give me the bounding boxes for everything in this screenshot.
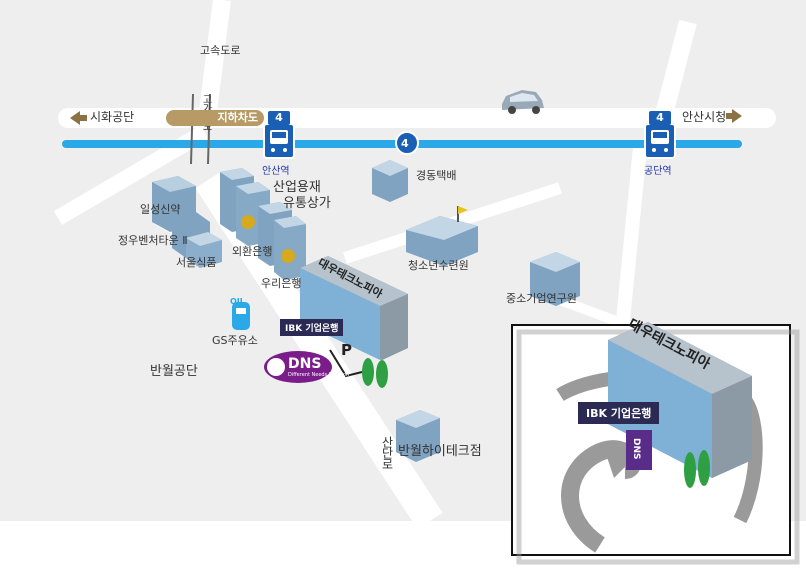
parking-icon: P [341,341,352,359]
building-icon-sme [530,252,580,306]
label-ilseong: 일성신약 [140,203,181,216]
fuel-pump-icon [232,302,250,330]
flag-icon [458,206,468,214]
inset-bank-tag: IBK 기업은행 [578,402,660,424]
label-woori-bank: 우리은행 [261,277,302,290]
label-exchange-bank: 외환은행 [232,245,273,258]
label-west-destination: 시화공단 [90,110,135,124]
station-gongdan[interactable]: 공단역 [644,166,672,177]
line-badge-center [395,131,419,155]
label-gyeongdong: 경동택배 [416,169,457,182]
building-icon-hitech [396,410,440,462]
label-seoul-food: 서울식품 [176,256,217,269]
road-expressway-north [199,0,231,113]
label-east-destination: 안산시청 [682,110,727,124]
company-tagline: Different Needs Solution [288,372,350,378]
label-industrial-mall-2: 유통상가 [283,196,331,211]
label-industrial-mall-1: 산업용재 [273,180,321,195]
subway-train-icon-ansan [263,123,295,159]
dollar-sign-icon [241,215,295,263]
building-icon-cluster-left [152,176,222,268]
label-underpass: 지하차도 [166,110,264,126]
building-icon-inset [608,322,752,478]
company-logo[interactable]: DNS [288,356,322,372]
tree-icon [362,358,388,388]
label-gs-station: GS주유소 [212,334,258,347]
arrow-left-icon [70,111,80,125]
label-youth-center: 청소년수련원 [408,259,469,272]
car-icon [502,90,544,114]
line-badge-center-label: 4 [401,137,409,150]
route-line [329,349,363,378]
label-oil: OIL [230,297,245,306]
bank-tag: IBK 기업은행 [280,319,344,336]
subway-train-icon-gongdan [644,123,676,159]
label-banwol-complex: 반월공단 [150,364,198,379]
label-expressway: 고속도로 [200,44,241,57]
road-right-diagonal [615,147,647,331]
road-northeast [654,19,697,121]
building-icon-youth-center [406,206,478,266]
line-badge-ansan: 4 [268,111,290,125]
label-sme-institute: 중소기업연구원 [506,292,577,305]
inset-company-logo: DNS [631,438,641,460]
line-badge-gongdan: 4 [649,111,671,125]
arrow-right-icon [732,109,742,123]
label-hitech-store: 반월하이테크점 [398,444,482,459]
building-icon-gyeongdong [372,160,408,202]
tree-icon-inset [684,450,710,488]
company-logo-badge [264,351,332,383]
label-jeongwoo: 정우벤처타운 Ⅱ [118,234,188,247]
label-street: 산단로 [380,436,394,469]
station-ansan[interactable]: 안산역 [262,166,290,177]
